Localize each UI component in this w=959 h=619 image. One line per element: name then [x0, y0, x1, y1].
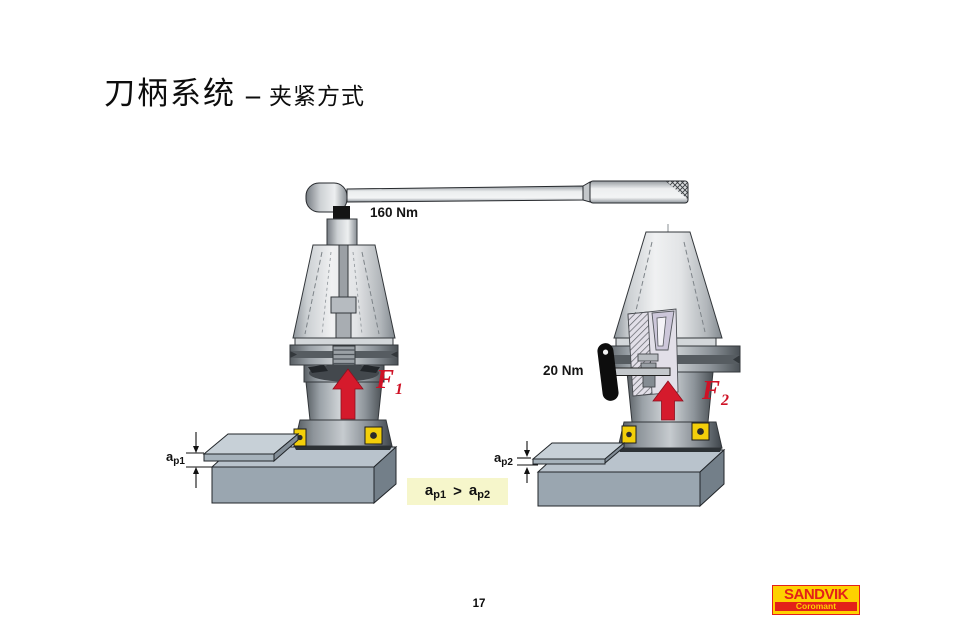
torque-wrench [305, 180, 689, 220]
title-subtitle: 夹紧方式 [269, 84, 365, 109]
cutaway-section [627, 308, 679, 397]
force-arrow-f1 [332, 368, 364, 420]
logo-brand-text: SANDVIK [783, 586, 849, 603]
comparison-note: ap1 > ap2 [407, 478, 508, 505]
depth-label-ap2: ap2 [494, 450, 513, 468]
logo-division-text: Coromant [775, 601, 857, 611]
page-number: 17 [472, 598, 486, 610]
title-main: 刀柄系统 [104, 76, 236, 111]
sandvik-logo: SANDVIK Coromant [772, 585, 860, 615]
dimension-ap1 [186, 432, 212, 488]
workpiece-right-step [531, 441, 626, 465]
comparison-operator: > [453, 483, 462, 500]
force-arrow-f2 [652, 380, 684, 421]
force-label-f2: F2 [702, 375, 730, 409]
insert-right [364, 426, 383, 445]
title-separator: – [246, 80, 260, 111]
torque-label-right: 20 Nm [543, 363, 584, 378]
hex-key [597, 343, 671, 401]
workpiece-left-step [202, 432, 300, 463]
tool-holder-left [289, 218, 399, 450]
dimension-ap2 [517, 441, 538, 483]
page-title: 刀柄系统 – 夹紧方式 [104, 68, 365, 113]
insert-right [691, 422, 710, 441]
torque-label-left: 160 Nm [370, 205, 419, 220]
depth-label-ap1: ap1 [166, 449, 185, 467]
insert-left [621, 425, 637, 444]
workpiece-right [536, 448, 726, 508]
force-label-f1: F1 [376, 364, 404, 398]
